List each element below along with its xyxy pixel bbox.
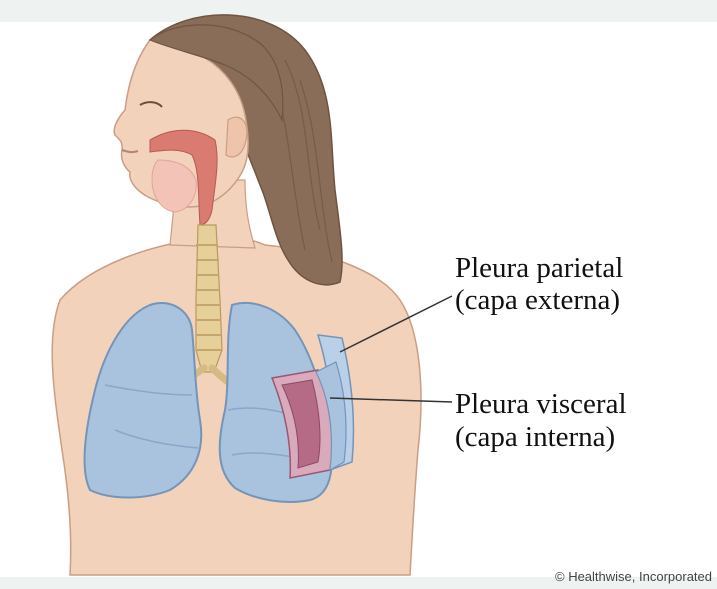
parietal-label-line2: (capa externa) [455,284,620,316]
copyright-credit: © Healthwise, Incorporated [555,569,712,584]
top-background-strip [0,0,717,22]
parietal-label-line1: Pleura parietal [455,252,623,284]
visceral-label-line1: Pleura visceral [455,388,627,420]
visceral-label-line2: (capa interna) [455,421,615,453]
